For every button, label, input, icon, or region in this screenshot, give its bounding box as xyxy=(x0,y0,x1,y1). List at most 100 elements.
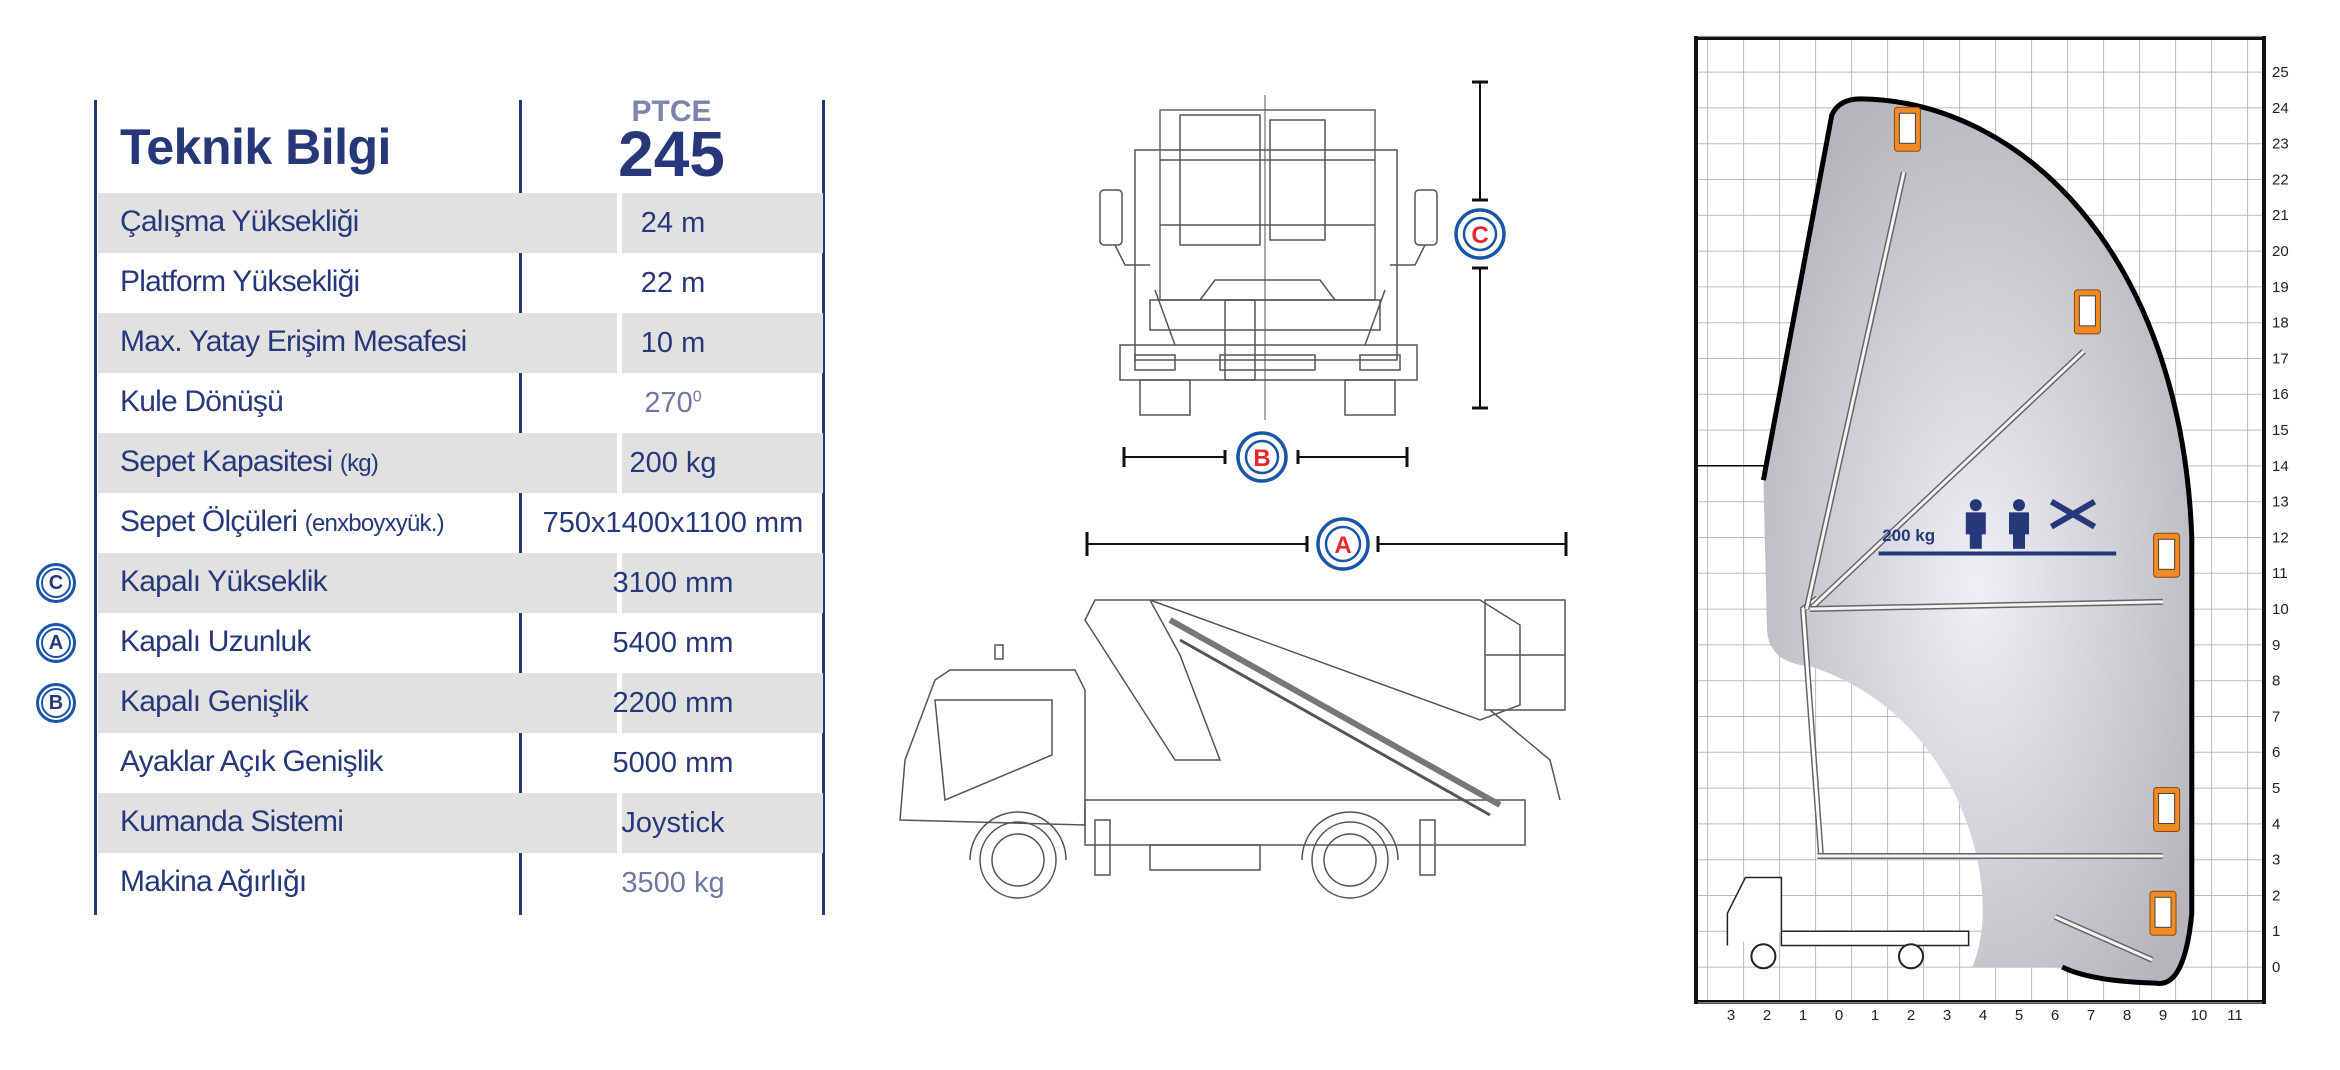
y-tick-label: 17 xyxy=(2272,350,2289,367)
x-tick-label: 5 xyxy=(2015,1007,2023,1024)
y-tick-label: 21 xyxy=(2272,207,2289,224)
capacity-label: 200 kg xyxy=(1882,526,1935,545)
lower-boom-inner xyxy=(1801,597,1823,857)
spec-row: Sepet Ölçüleri (enxboyxyük.)750x1400x110… xyxy=(98,493,823,553)
y-tick-label: 24 xyxy=(2272,100,2289,117)
spec-label-text: Sepet Ölçüleri xyxy=(120,505,298,538)
upper-boom-inner xyxy=(1810,600,2164,611)
badge-letter: B xyxy=(41,688,71,718)
spec-row: Kapalı Genişlik 2200 mm xyxy=(98,673,823,733)
dimension-badge-a: A xyxy=(36,623,76,663)
person-head-icon xyxy=(2013,499,2025,512)
badge-letter: C xyxy=(41,568,71,598)
badge-letter: A xyxy=(41,628,71,658)
mini-truck-icon xyxy=(1726,876,1970,970)
basket-window xyxy=(2158,792,2176,824)
svg-text:B: B xyxy=(1253,445,1270,472)
table-border-middle xyxy=(519,100,522,915)
column-separator xyxy=(617,313,622,373)
dimension-a-badge: A xyxy=(1316,517,1370,571)
column-separator xyxy=(617,493,622,553)
y-tick-label: 2 xyxy=(2272,887,2280,904)
spec-label-text: Kule Dönüşü xyxy=(120,385,284,418)
spec-value-text: 5000 mm xyxy=(612,747,734,779)
dimension-b-badge: B xyxy=(1236,431,1288,483)
column-separator xyxy=(617,673,622,733)
mini-truck-wheel xyxy=(1898,943,1924,970)
spec-label: Platform Yüksekliği xyxy=(120,265,360,299)
dimension-b xyxy=(1122,447,1409,467)
mini-truck-wheel xyxy=(1750,943,1777,970)
spec-value: 2200 mm xyxy=(523,687,823,720)
dimension-a xyxy=(1085,532,1568,556)
spec-label-text: Kumanda Sistemi xyxy=(120,805,344,838)
spec-value-text: 2200 mm xyxy=(612,687,734,719)
x-tick-label: 3 xyxy=(1727,1007,1735,1024)
boom-positions xyxy=(1799,106,2181,963)
y-tick-label: 11 xyxy=(2272,565,2288,582)
dimension-badge-c: C xyxy=(36,563,76,603)
column-separator xyxy=(617,253,622,313)
spec-value: 5400 mm xyxy=(523,627,823,660)
spec-label: Sepet Kapasitesi (kg) xyxy=(120,445,379,479)
y-tick-label: 23 xyxy=(2272,136,2289,153)
spec-value-text: 750x1400x1100 mm xyxy=(542,507,804,539)
y-tick-label: 5 xyxy=(2272,780,2280,797)
column-separator xyxy=(617,553,622,613)
person-body-icon xyxy=(1965,512,1986,535)
y-tick-label: 3 xyxy=(2272,852,2280,869)
column-separator xyxy=(617,853,622,913)
person-legs-icon xyxy=(1969,533,1982,549)
y-tick-label: 9 xyxy=(2272,637,2280,654)
column-separator xyxy=(617,613,622,673)
y-tick-label: 13 xyxy=(2272,494,2289,511)
spec-value-text: 3500 kg xyxy=(621,867,725,899)
column-separator xyxy=(617,793,622,853)
working-range-diagram: 200 kg 012345678910111213141516171819202… xyxy=(1694,35,2289,1024)
spec-label-text: Çalışma Yüksekliği xyxy=(120,205,359,238)
tools-icon xyxy=(2049,499,2097,530)
x-tick-label: 1 xyxy=(1799,1007,1807,1024)
y-tick-label: 19 xyxy=(2272,279,2289,296)
column-separator xyxy=(617,193,622,253)
spec-label-text: Ayaklar Açık Genişlik xyxy=(120,745,384,778)
spec-value: Joystick xyxy=(523,807,823,840)
y-tick-label: 8 xyxy=(2272,673,2280,690)
capacity-icon: 200 kg xyxy=(1878,499,2117,556)
person-legs-icon xyxy=(2013,533,2025,549)
y-tick-label: 14 xyxy=(2272,458,2289,475)
column-separator xyxy=(617,373,622,433)
dimension-c xyxy=(1472,80,1488,410)
y-tick-label: 25 xyxy=(2272,64,2289,81)
spec-value: 24 m xyxy=(523,207,823,240)
table-border-left xyxy=(94,100,97,915)
spec-value-text: 5400 mm xyxy=(612,627,734,659)
y-axis-ticks: 0123456789101112131415161718192021222324… xyxy=(2272,64,2289,976)
truck-side-view xyxy=(899,599,1566,899)
spec-label: Kule Dönüşü xyxy=(120,385,284,419)
spec-value-text: 22 m xyxy=(640,267,706,299)
x-tick-label: 7 xyxy=(2087,1007,2095,1024)
spec-label: Çalışma Yüksekliği xyxy=(120,205,359,239)
spec-value: 200 kg xyxy=(523,447,823,480)
degree-sup: 0 xyxy=(692,388,702,406)
dimension-c-badge: C xyxy=(1454,208,1506,260)
column-separator xyxy=(617,433,622,493)
spec-row: Makina Ağırlığı 3500 kg xyxy=(98,853,823,913)
spec-value: 5000 mm xyxy=(523,747,823,780)
spec-label: Makina Ağırlığı xyxy=(120,865,307,899)
mini-truck-body xyxy=(1726,876,1970,947)
y-tick-label: 16 xyxy=(2272,386,2289,403)
spec-label: Kapalı Genişlik xyxy=(120,685,309,719)
y-tick-label: 7 xyxy=(2272,708,2280,725)
y-tick-label: 20 xyxy=(2272,243,2289,260)
spec-row: Platform Yüksekliği 22 m xyxy=(98,253,823,313)
page-title: Teknik Bilgi xyxy=(120,119,391,175)
y-tick-label: 1 xyxy=(2272,923,2280,940)
spec-label: Ayaklar Açık Genişlik xyxy=(120,745,384,779)
spec-label-text: Platform Yüksekliği xyxy=(120,265,360,298)
spec-value: 3500 kg xyxy=(523,867,823,900)
